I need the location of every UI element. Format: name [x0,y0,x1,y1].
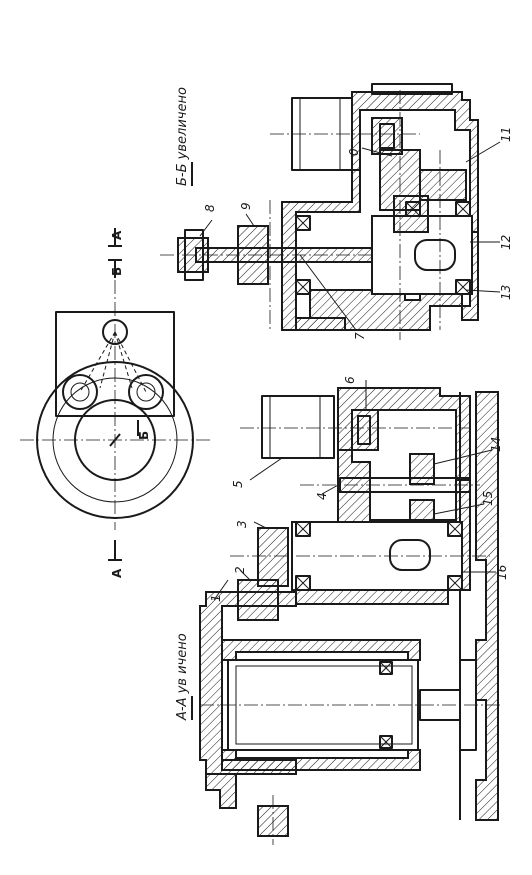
label-part-16: 16 [495,564,509,580]
svg-text:А-А ув ичено: А-А ув ичено [175,633,190,721]
label-part-8: 8 [203,204,217,212]
mark-b-circle: Б [137,431,151,440]
bearing-aa-4 [447,575,463,591]
label-part-12: 12 [499,235,513,250]
bearing-aa-1 [295,521,311,537]
bearing-bb-3 [295,215,311,231]
mark-b-top: Б [110,267,124,276]
section-title-bb: Б-Б увеличено [175,87,193,186]
section-bb-view [160,83,479,340]
gear-3 [257,527,289,587]
label-part-9: 9 [239,202,253,210]
mark-a-top: А [110,230,124,240]
column-sleeve [221,639,421,661]
svg-text:Б-Б увеличено: Б-Б увеличено [175,87,190,186]
bearing-aa-3 [447,521,463,537]
label-part-11: 11 [499,127,513,142]
bearing-column-2 [379,735,393,749]
section-aa-view [199,387,500,845]
bearing-bb-2 [455,201,471,217]
mark-a-bottom: А [110,568,124,578]
bearing-bb-1 [405,201,421,217]
label-part-6: 6 [343,376,357,384]
bearing-aa-2 [295,575,311,591]
gear-13 [419,169,467,201]
label-part-0: 0 [347,148,361,156]
part-labels: 0 11 12 13 7 8 9 1 2 3 4 5 6 14 15 16 [199,127,513,602]
section-title-aa: А-А ув ичено [175,633,193,721]
label-part-2: 2 [233,566,247,574]
gear-14 [409,453,435,485]
label-part-15: 15 [481,491,495,506]
end-view: Б А А Б [20,228,210,578]
label-part-3: 3 [235,520,249,528]
label-part-1: 1 [209,594,223,602]
bearing-bb-5 [455,279,471,295]
motor-5 [261,395,335,459]
label-part-7: 7 [353,332,367,340]
label-part-14: 14 [489,437,503,452]
sleeve-9 [237,225,269,285]
column-housing-1 [199,591,297,775]
label-part-13: 13 [499,285,513,300]
label-part-5: 5 [231,480,245,488]
label-part-4: 4 [315,492,329,500]
bearing-column-1 [379,661,393,675]
base-plate-aa [475,391,499,821]
bearing-bb-4 [295,279,311,295]
